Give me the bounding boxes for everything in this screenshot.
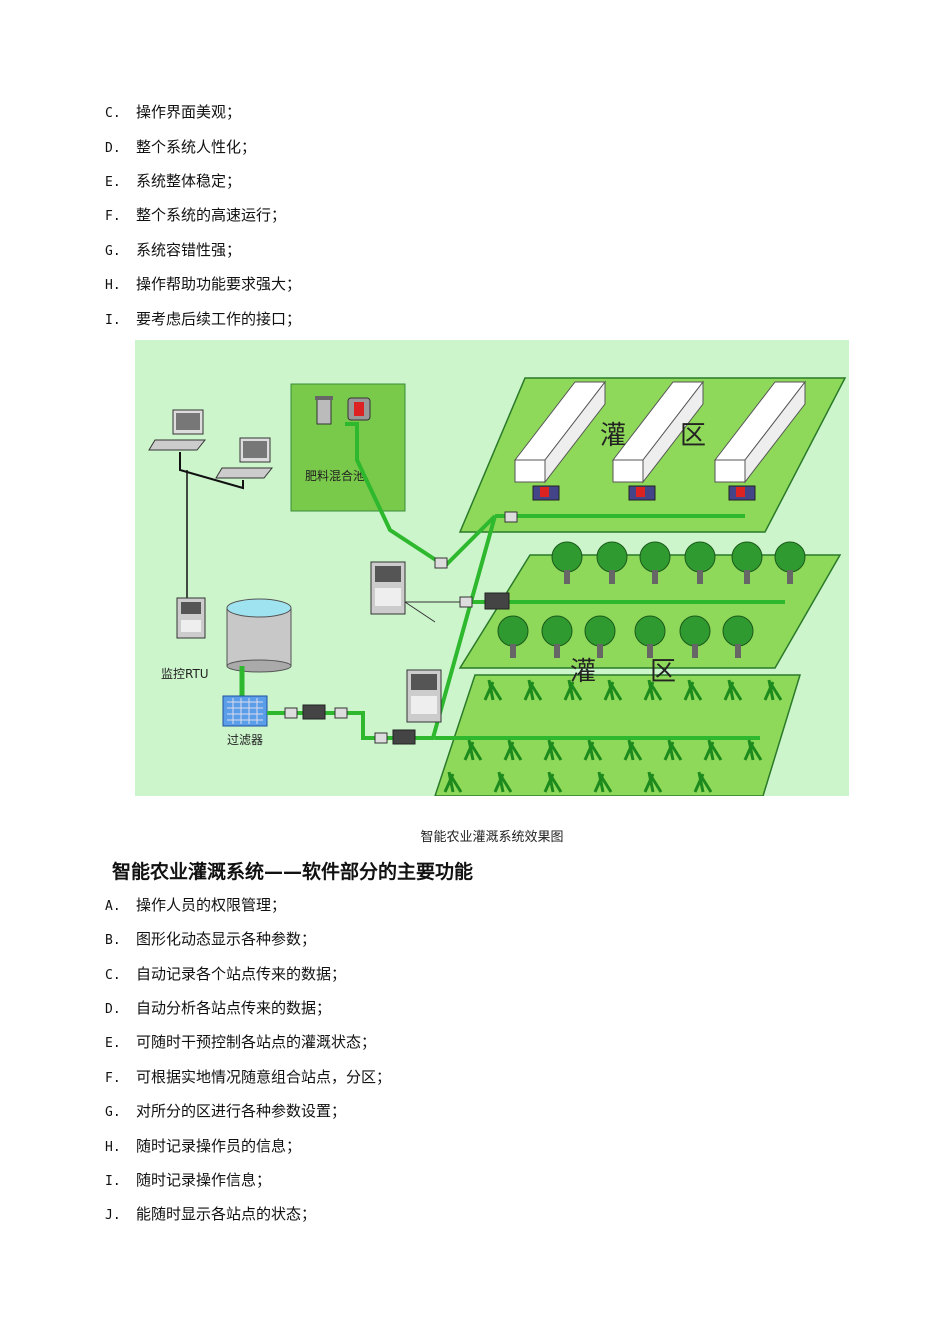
list-item: E.可随时干预控制各站点的灌溉状态；: [105, 1033, 377, 1051]
computer-icon: [148, 409, 207, 451]
list-item: H.随时记录操作员的信息；: [105, 1137, 302, 1155]
fertilizer-pool-label: 肥料混合池: [305, 468, 365, 483]
filter-label: 过滤器: [227, 733, 263, 747]
list-item: D.自动分析各站点传来的数据；: [105, 999, 332, 1017]
rtu-cabinet-icon: [370, 561, 406, 615]
figure-caption: 智能农业灌溉系统效果图: [420, 830, 564, 845]
valve-icon: [284, 511, 518, 745]
rtu-cabinet-icon: [406, 669, 442, 723]
zone-lower-char2: 区: [650, 657, 676, 687]
section-heading: 智能农业灌溉系统——软件部分的主要功能: [112, 861, 474, 883]
list-item: A.操作人员的权限管理；: [105, 896, 287, 914]
list-item: C.操作界面美观；: [105, 103, 242, 121]
crop-field: [434, 674, 802, 796]
computer-icon: [215, 437, 274, 479]
list-item: F.整个系统的高速运行；: [105, 206, 287, 224]
irrigation-diagram: 肥料混合池 监控RTU 过滤器: [148, 377, 847, 796]
list-item: E.系统整体稳定；: [105, 172, 242, 190]
list-item: G.对所分的区进行各种参数设置；: [105, 1102, 347, 1120]
list-item: C.自动记录各个站点传来的数据；: [105, 965, 347, 983]
mixer-icon: [315, 396, 371, 425]
zone-upper-char2: 区: [680, 421, 706, 451]
water-tank-icon: [226, 598, 292, 673]
greenhouse-icon: [713, 380, 807, 501]
list-item: B.图形化动态显示各种参数；: [105, 930, 317, 948]
crop-plants: [443, 679, 783, 793]
list-item: G.系统容错性强；: [105, 241, 242, 259]
list-item: F.可根据实地情况随意组合站点，分区；: [105, 1068, 392, 1086]
zone-upper-char1: 灌: [600, 421, 626, 451]
irrigation-system-figure: 肥料混合池 监控RTU 过滤器: [135, 340, 849, 796]
list-item: H.操作帮助功能要求强大；: [105, 275, 302, 293]
list-item: J.能随时显示各站点的状态；: [105, 1205, 317, 1223]
list-item: I.要考虑后续工作的接口；: [105, 310, 302, 328]
greenhouse-icon: [513, 380, 607, 501]
greenhouse-icon: [611, 380, 705, 501]
pipe-fertilizer: [345, 422, 447, 568]
pipe-main: [267, 515, 497, 740]
list-item: D.整个系统人性化；: [105, 138, 257, 156]
monitor-rtu-label: 监控RTU: [161, 667, 209, 681]
list-item: I.随时记录操作信息；: [105, 1171, 272, 1189]
tree-trunk-icon: [510, 570, 793, 658]
filter-icon: [222, 695, 268, 727]
rtu-cabinet-icon: [176, 597, 206, 639]
zone-lower-char1: 灌: [570, 657, 596, 687]
